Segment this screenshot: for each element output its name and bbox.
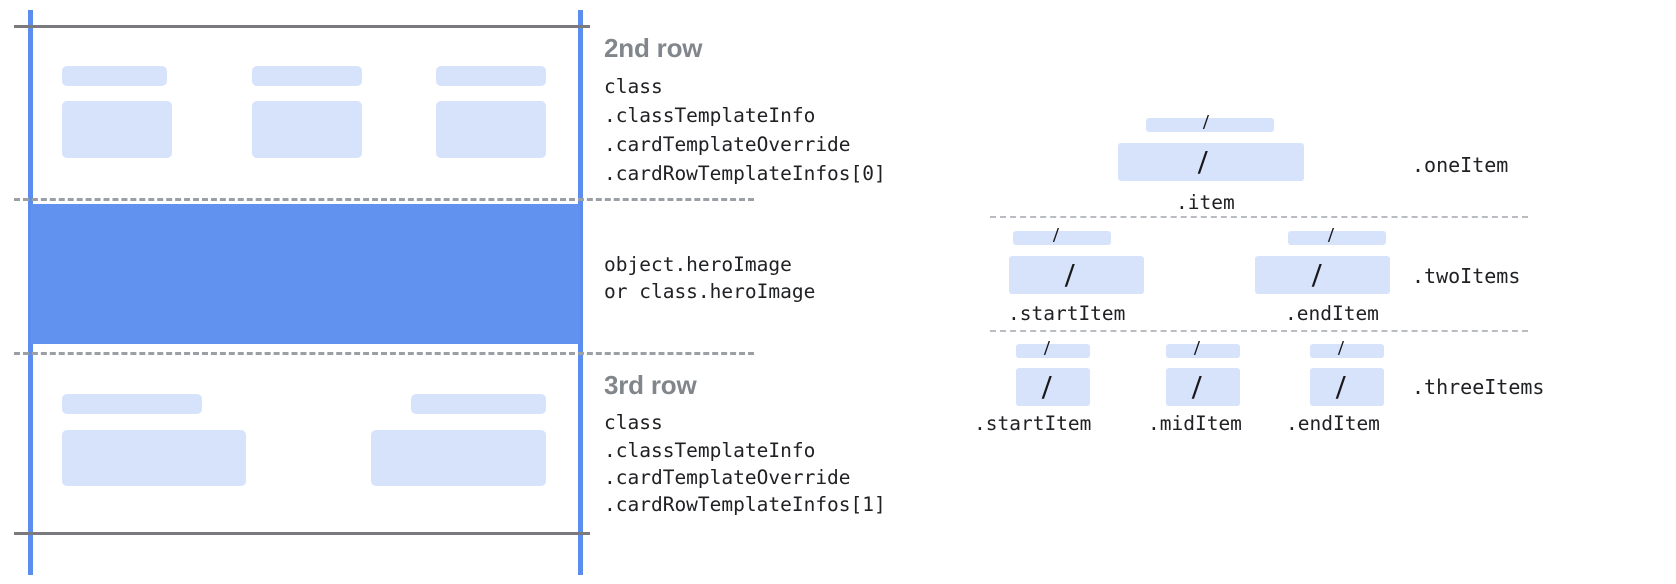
row2-heading: 2nd row [604,33,703,63]
two-items-start-label-slash-glyph: / [1053,223,1059,247]
two-items-start-caption: .startItem [1008,302,1126,325]
variant-separator-2 [990,330,1528,332]
three-items-start-caption: .startItem [974,412,1092,435]
three-items-end-label-box [1310,344,1384,358]
row2-path-line-1: class [604,75,663,98]
one-item-value-box [1118,143,1304,181]
row2-cell3-value-chip [436,101,546,158]
row3-path-line-1: class [604,411,663,434]
hero-path-line-2: or class.heroImage [604,280,816,303]
card-left-guide-line [28,10,33,575]
row2-path-line-2: .classTemplateInfo [604,104,816,127]
three-items-mid-value-slash-glyph: / [1192,369,1202,406]
row3-cell2-value-chip [371,430,546,486]
two-items-start-label-box [1013,231,1111,245]
one-item-group-label: .oneItem [1412,153,1509,177]
row3-path-line-4: .cardRowTemplateInfos[1] [604,493,886,516]
row2-cell1-value-chip [62,101,172,158]
three-items-mid-label-slash-glyph: / [1194,336,1200,360]
two-items-end-label-slash-glyph: / [1328,223,1334,247]
three-items-start-value-slash-glyph: / [1042,369,1052,406]
three-items-mid-caption: .midItem [1148,412,1242,435]
row3-heading: 3rd row [604,370,697,400]
three-items-start-value-box [1016,368,1090,406]
row2-path-line-4: .cardRowTemplateInfos[0] [604,162,886,185]
card-bottom-rule [14,532,590,535]
row3-path-line-3: .cardTemplateOverride [604,466,851,489]
hero-image-band [31,204,580,344]
two-items-group-label: .twoItems [1412,264,1521,288]
one-item-label-slash-glyph: / [1203,110,1209,134]
two-items-end-label-box [1288,231,1386,245]
row3-cell1-label-chip [62,394,202,414]
three-items-group-label: .threeItems [1412,375,1545,399]
one-item-caption: .item [1176,191,1235,214]
row3-cell2-label-chip [411,394,546,414]
two-items-end-value-slash-glyph: / [1312,257,1322,294]
two-items-end-value-box [1255,256,1390,294]
row-separator-bottom [14,352,754,355]
row2-cell3-label-chip [436,66,546,86]
three-items-mid-label-box [1166,344,1240,358]
row3-path-line-2: .classTemplateInfo [604,439,816,462]
card-top-rule [14,25,590,28]
row3-cell1-value-chip [62,430,246,486]
card-right-guide-line [578,10,583,575]
hero-path-line-1: object.heroImage [604,253,792,276]
three-items-end-label-slash-glyph: / [1338,336,1344,360]
row2-cell2-value-chip [252,101,362,158]
three-items-start-label-slash-glyph: / [1044,336,1050,360]
row-separator-top [14,198,754,201]
row2-cell1-label-chip [62,66,167,86]
three-items-end-value-box [1310,368,1384,406]
three-items-end-caption: .endItem [1286,412,1380,435]
two-items-start-value-box [1009,256,1144,294]
variant-separator-1 [990,216,1528,218]
two-items-end-caption: .endItem [1285,302,1379,325]
three-items-end-value-slash-glyph: / [1336,369,1346,406]
two-items-start-value-slash-glyph: / [1065,257,1075,294]
row2-path-line-3: .cardTemplateOverride [604,133,851,156]
one-item-label-box [1146,118,1274,132]
three-items-mid-value-box [1166,368,1240,406]
row2-cell2-label-chip [252,66,362,86]
three-items-start-label-box [1016,344,1090,358]
one-item-value-slash-glyph: / [1198,144,1208,181]
